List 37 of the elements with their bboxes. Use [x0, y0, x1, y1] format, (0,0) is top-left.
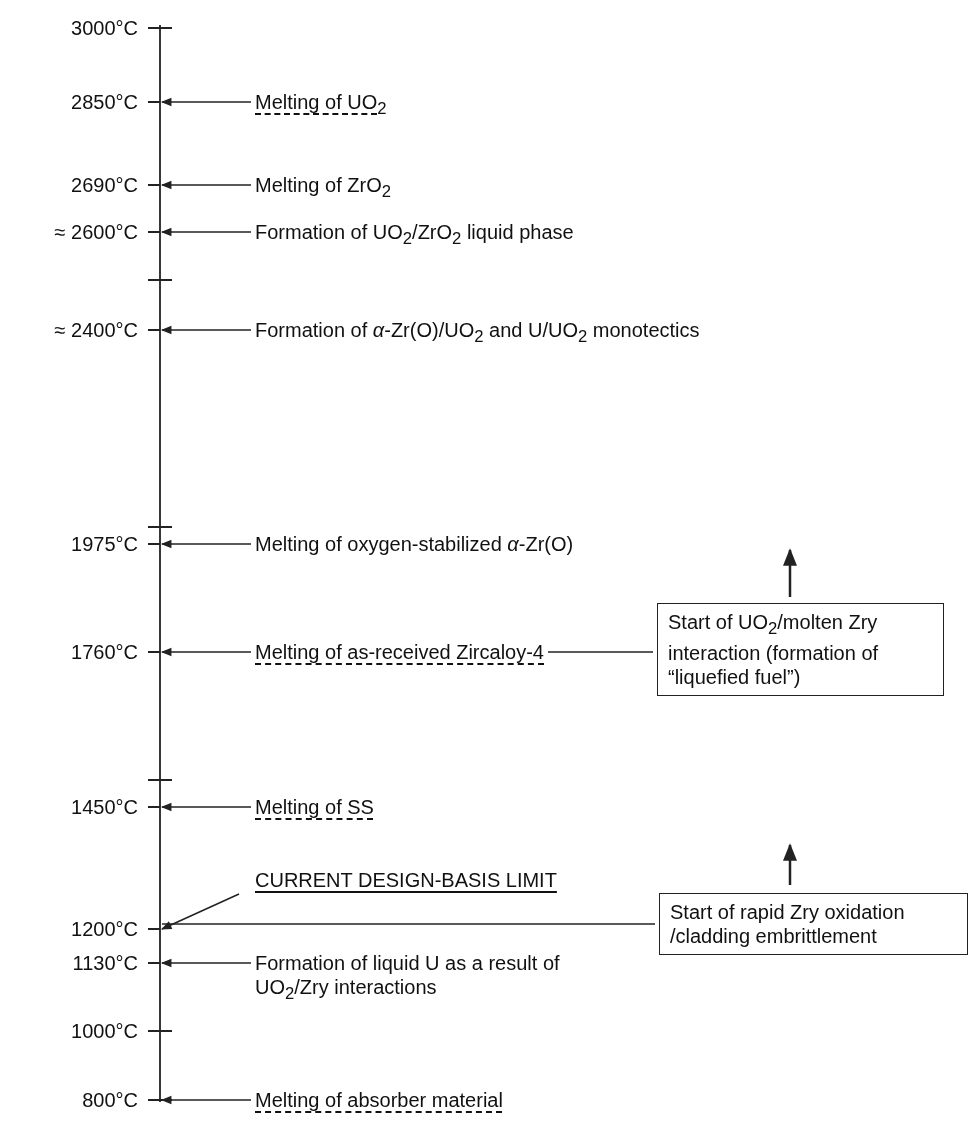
arrow: [160, 1095, 252, 1105]
arrow: [160, 647, 252, 657]
annotation-text: Melting of oxygen-stabilized α-Zr(O): [255, 532, 574, 556]
arrow: [160, 180, 252, 190]
temperature-label: 1000°C: [70, 1019, 138, 1043]
temperature-label: ≈ 2400°C: [53, 318, 138, 342]
annotation-text: Melting of ZrO$_{2}$: [255, 173, 391, 204]
arrow: [160, 802, 252, 812]
temperature-axis: [147, 24, 173, 1103]
temperature-label: 1130°C: [71, 951, 138, 975]
temperature-label: 2850°C: [70, 90, 138, 114]
note-box: Start of rapid Zry oxidation /cladding embrittlement: [659, 893, 968, 955]
annotation-text: Formation of UO$_{2}$/ZrO$_{2}$ liquid phase: [255, 220, 574, 251]
arrow: [160, 325, 252, 335]
temperature-label: 3000°C: [70, 16, 138, 40]
connector-line: [161, 923, 656, 925]
temperature-label: 1450°C: [70, 795, 138, 819]
annotation-text: Melting of SS: [255, 795, 374, 819]
arrow: [160, 97, 252, 107]
annotation-text: Melting of as-received Zircaloy-4: [255, 640, 544, 664]
arrow: [160, 958, 252, 968]
annotation-text: Melting of UO$_{2}$: [255, 90, 387, 121]
connector-line: [547, 651, 654, 653]
temperature-label: 1760°C: [70, 640, 138, 664]
arrow: [160, 227, 252, 237]
temperature-label: 2690°C: [70, 173, 138, 197]
annotation-text: Formation of liquid U as a result of UO$_{2}$/Zry interactions: [255, 951, 585, 1006]
annotation-text: CURRENT DESIGN-BASIS LIMIT: [255, 868, 557, 892]
temperature-label: 800°C: [81, 1088, 138, 1112]
temperature-label: ≈ 2600°C: [53, 220, 138, 244]
note-box: Start of UO$_{2}$/molten Zry interaction (formation of “liquefied fuel”): [657, 603, 944, 696]
arrow: [161, 893, 240, 930]
annotation-text: Formation of α-Zr(O)/UO$_{2}$ and U/UO$_{2}$ monotectics: [255, 318, 700, 349]
annotation-text: Melting of absorber material: [255, 1088, 503, 1112]
arrow: [160, 539, 252, 549]
temperature-label: 1200°C: [70, 917, 138, 941]
temperature-label: 1975°C: [70, 532, 138, 556]
